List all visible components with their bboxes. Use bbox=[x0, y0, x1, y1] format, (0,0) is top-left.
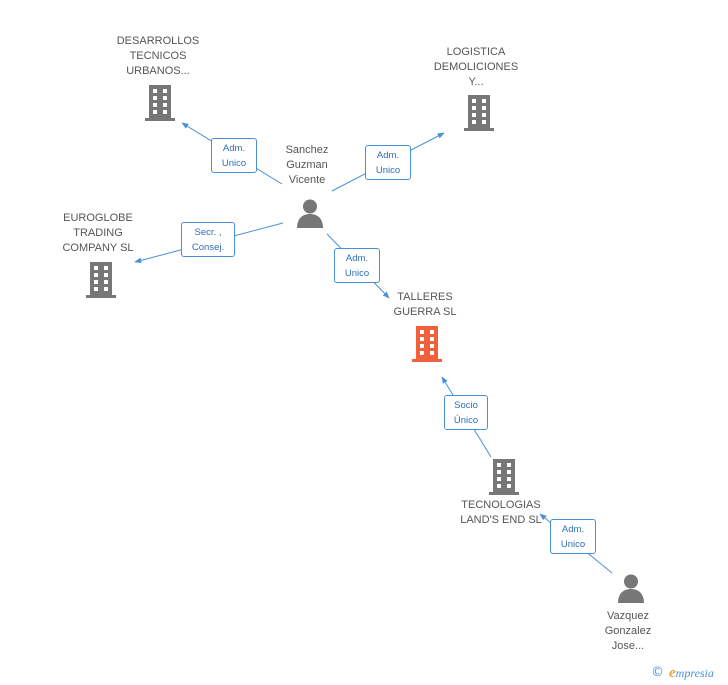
brand-wordmark: empresia bbox=[669, 665, 714, 681]
empresia-logo[interactable]: © empresia bbox=[651, 664, 728, 682]
node-label-desarrollos[interactable]: DESARROLLOS TECNICOS URBANOS... bbox=[116, 35, 200, 77]
node-label-vazquez[interactable]: Vazquez Gonzalez Jose... bbox=[604, 610, 652, 652]
edge-label-sanchez-logistica[interactable]: Adm. Unico bbox=[365, 145, 411, 180]
building-icon-talleres[interactable] bbox=[412, 326, 442, 362]
edge-label-vazquez-tecnologias[interactable]: Adm. Unico bbox=[550, 519, 596, 554]
node-label-sanchez[interactable]: Sanchez Guzman Vicente bbox=[285, 144, 329, 186]
node-label-logistica[interactable]: LOGISTICA DEMOLICIONES Y... bbox=[433, 46, 519, 88]
person-icon-vazquez[interactable] bbox=[618, 574, 644, 604]
edge-label-sanchez-talleres[interactable]: Adm. Unico bbox=[334, 248, 380, 283]
edge-label-tecnologias-talleres[interactable]: Socio Único bbox=[444, 395, 488, 430]
node-label-euroglobe[interactable]: EUROGLOBE TRADING COMPANY SL bbox=[62, 212, 134, 254]
building-icon-logistica[interactable] bbox=[464, 95, 494, 131]
building-icon-tecnologias[interactable] bbox=[489, 459, 519, 495]
person-icon-sanchez[interactable] bbox=[297, 199, 323, 229]
edge-label-sanchez-euroglobe[interactable]: Secr. , Consej. bbox=[181, 222, 235, 257]
edge-label-sanchez-desarrollos[interactable]: Adm. Unico bbox=[211, 138, 257, 173]
building-icon-desarrollos[interactable] bbox=[145, 85, 175, 121]
copyright-icon: © bbox=[651, 665, 664, 680]
node-label-talleres[interactable]: TALLERES GUERRA SL bbox=[393, 291, 457, 318]
node-label-tecnologias[interactable]: TECNOLOGIAS LAND'S END SL bbox=[460, 499, 542, 526]
building-icon-euroglobe[interactable] bbox=[86, 262, 116, 298]
